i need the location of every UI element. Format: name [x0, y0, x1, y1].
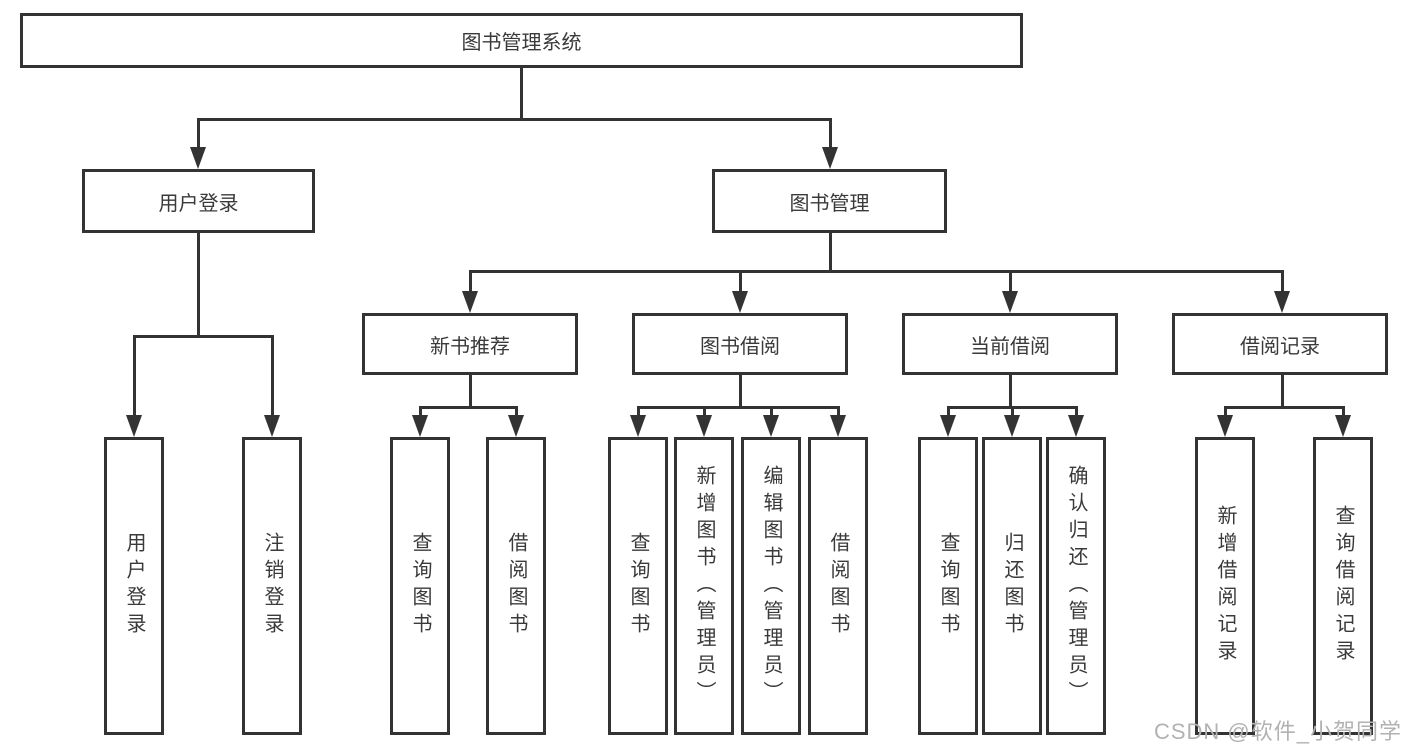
- connector-arrow-down-icon: [940, 415, 956, 437]
- leaf-add-books-admin: 新增图书（管理员）: [674, 437, 734, 735]
- leaf-return-books: 归还图书: [982, 437, 1042, 735]
- connector-arrow-down-icon: [630, 415, 646, 437]
- connector-vline: [1010, 406, 1014, 419]
- connector-vline: [418, 406, 422, 419]
- connector-arrow-down-icon: [1335, 415, 1351, 437]
- connector-arrow-down-icon: [1274, 291, 1290, 313]
- connector-arrow-down-icon: [822, 147, 838, 169]
- node-book-management: 图书管理: [712, 169, 947, 233]
- connector-arrow-down-icon: [1217, 415, 1233, 437]
- connector-vline: [1074, 406, 1078, 419]
- leaf-borrow-books-recommend: 借阅图书: [486, 437, 546, 735]
- node-user-login: 用户登录: [82, 169, 315, 233]
- connector-vline: [270, 335, 274, 419]
- leaf-query-books-borrow: 查询图书: [608, 437, 668, 735]
- connector-vline: [636, 406, 640, 419]
- node-current-borrow-label: 当前借阅: [970, 335, 1050, 358]
- connector-vline: [828, 118, 832, 151]
- node-root-label: 图书管理系统: [461, 32, 582, 54]
- leaf-query-borrow-record: 查询借阅记录: [1313, 437, 1373, 735]
- node-borrow-records-label: 借阅记录: [1240, 335, 1320, 358]
- connector-arrow-down-icon: [763, 415, 779, 437]
- connector-vline: [1280, 270, 1284, 295]
- connector-arrow-down-icon: [1068, 415, 1084, 437]
- connector-vline: [1223, 406, 1227, 419]
- connector-vline: [946, 406, 950, 419]
- connector-hline: [418, 406, 518, 409]
- csdn-watermark: CSDN @软件_小贺同学: [1153, 719, 1402, 744]
- connector-vline: [1280, 375, 1284, 409]
- leaf-borrow-books: 借阅图书: [808, 437, 868, 735]
- node-root-system: 图书管理系统: [20, 13, 1023, 68]
- node-book-management-label: 图书管理: [789, 192, 870, 215]
- leaf-logout: 注销登录: [242, 437, 302, 735]
- connector-vline: [519, 68, 523, 121]
- connector-vline: [702, 406, 706, 419]
- node-borrow-records: 借阅记录: [1172, 313, 1388, 375]
- node-new-book-recommend-label: 新书推荐: [430, 335, 510, 358]
- connector-arrow-down-icon: [1002, 291, 1018, 313]
- connector-arrow-down-icon: [190, 147, 206, 169]
- connector-vline: [828, 233, 832, 273]
- connector-arrow-down-icon: [462, 291, 478, 313]
- connector-vline: [1341, 406, 1345, 419]
- connector-arrow-down-icon: [508, 415, 524, 437]
- node-new-book-recommend: 新书推荐: [362, 313, 578, 375]
- leaf-query-books-current: 查询图书: [918, 437, 978, 735]
- connector-hline: [196, 118, 832, 121]
- connector-arrow-down-icon: [732, 291, 748, 313]
- connector-vline: [468, 270, 472, 295]
- connector-vline: [196, 118, 200, 151]
- connector-vline: [1008, 270, 1012, 295]
- leaf-add-borrow-record: 新增借阅记录: [1195, 437, 1255, 735]
- connector-vline: [132, 335, 136, 419]
- leaf-edit-books-admin: 编辑图书（管理员）: [741, 437, 801, 735]
- connector-hline: [636, 406, 840, 409]
- connector-arrow-down-icon: [126, 415, 142, 437]
- connector-arrow-down-icon: [830, 415, 846, 437]
- node-user-login-label: 用户登录: [158, 192, 239, 215]
- leaf-user-login: 用户登录: [104, 437, 164, 735]
- connector-vline: [468, 375, 472, 409]
- connector-vline: [196, 233, 200, 338]
- connector-arrow-down-icon: [1004, 415, 1020, 437]
- connector-hline: [132, 335, 274, 338]
- connector-vline: [514, 406, 518, 419]
- connector-hline: [468, 270, 1284, 273]
- connector-vline: [769, 406, 773, 419]
- connector-vline: [836, 406, 840, 419]
- connector-arrow-down-icon: [696, 415, 712, 437]
- connector-vline: [738, 270, 742, 295]
- connector-vline: [1008, 375, 1012, 409]
- connector-vline: [738, 375, 742, 409]
- node-book-borrow-label: 图书借阅: [700, 335, 780, 358]
- leaf-query-books-recommend: 查询图书: [390, 437, 450, 735]
- connector-hline: [1223, 406, 1345, 409]
- node-book-borrow: 图书借阅: [632, 313, 848, 375]
- connector-arrow-down-icon: [264, 415, 280, 437]
- node-current-borrow: 当前借阅: [902, 313, 1118, 375]
- leaf-confirm-return-admin: 确认归还（管理员）: [1046, 437, 1106, 735]
- connector-arrow-down-icon: [412, 415, 428, 437]
